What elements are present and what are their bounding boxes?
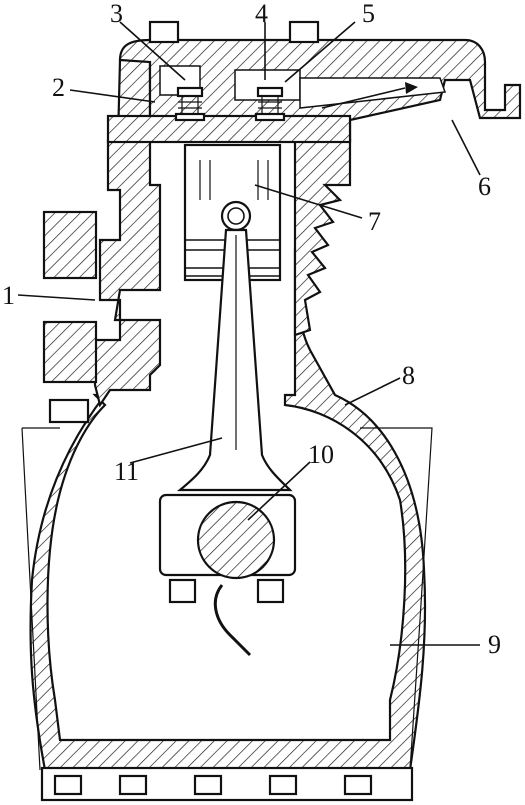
crankcase-bolt: [48, 398, 90, 424]
cylinder-wall-right: [280, 138, 352, 337]
cylinder-block-left: [93, 58, 162, 408]
connecting-rod: [176, 228, 293, 492]
label-9: 9: [488, 630, 501, 659]
valve-plate: [106, 114, 352, 144]
crankshaft: [196, 500, 276, 580]
label-11: 11: [114, 457, 139, 486]
label-8: 8: [402, 361, 415, 390]
label-4: 4: [255, 0, 268, 28]
left-flange-lower: [42, 320, 98, 384]
label-7: 7: [368, 207, 381, 236]
label-2: 2: [52, 73, 65, 102]
discharge-valve: [254, 86, 286, 122]
left-flange-upper: [42, 210, 98, 280]
label-1: 1: [2, 281, 15, 310]
label-3: 3: [110, 0, 123, 28]
sump-bolts: [53, 774, 373, 796]
head-bolt-left: [148, 20, 180, 44]
piston-pin: [220, 200, 252, 232]
label-10: 10: [308, 440, 334, 469]
label-6: 6: [478, 172, 491, 201]
label-5: 5: [362, 0, 375, 28]
head-bolt-right: [288, 20, 320, 44]
oil-dipper: [213, 584, 252, 657]
suction-valve: [174, 86, 206, 122]
